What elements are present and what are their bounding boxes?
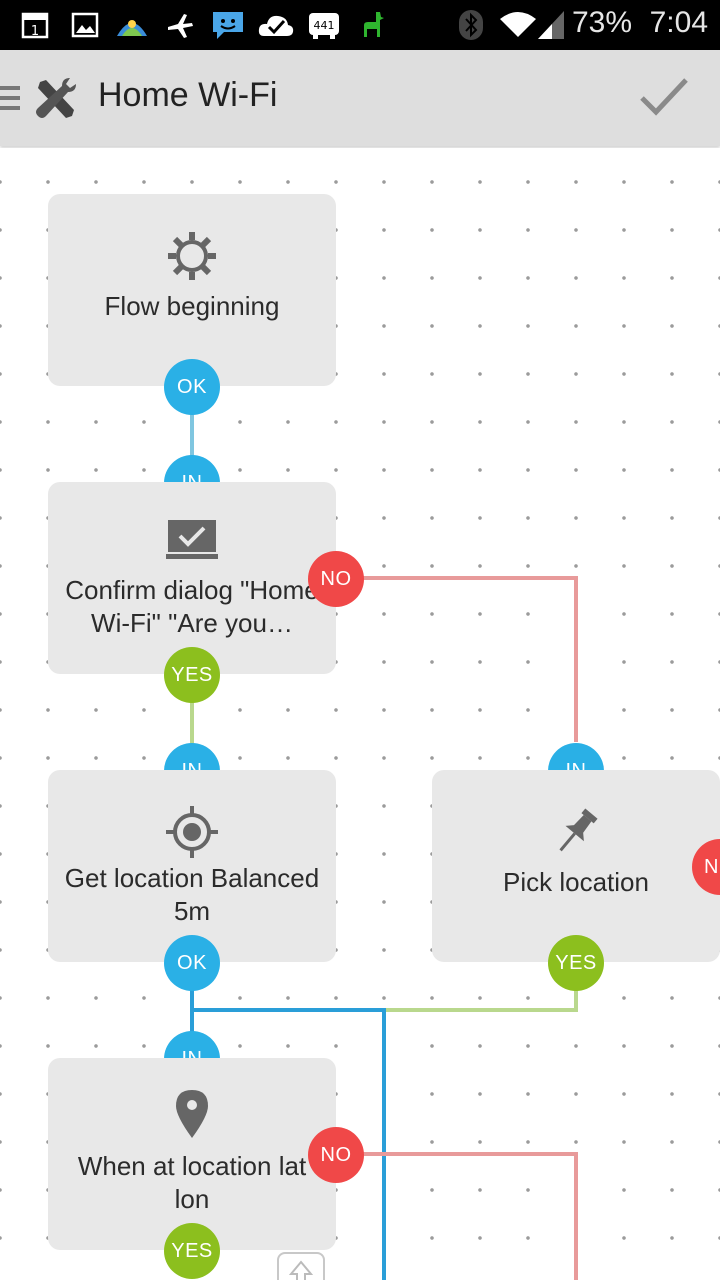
port-ok[interactable]: OK (164, 935, 220, 991)
gallery-icon (70, 10, 100, 40)
check-cloud-icon (256, 10, 296, 40)
action-bar: Home Wi-Fi (0, 50, 720, 146)
gear-icon (48, 228, 336, 284)
port-yes[interactable]: YES (164, 647, 220, 703)
crosshair-icon (48, 804, 336, 860)
get-location-node[interactable]: Get location Balanced 5m (48, 770, 336, 962)
wire-when-no-down (362, 1152, 578, 1280)
svg-text:1: 1 (31, 24, 39, 39)
battery-level: 73% (571, 6, 632, 39)
wifi-icon (498, 10, 538, 40)
port-ok[interactable]: OK (164, 359, 220, 415)
calendar-icon: 1 (20, 10, 50, 40)
map-pin-icon (48, 1086, 336, 1142)
page-title: Home Wi-Fi (98, 76, 278, 114)
pushpin-icon (432, 804, 720, 860)
signal-icon (536, 10, 566, 40)
scroll-up-button[interactable] (277, 1252, 325, 1280)
svg-text:441: 441 (314, 19, 335, 32)
node-label: Confirm dialog "Home Wi-Fi" "Are you… (65, 575, 319, 638)
node-label: Get location Balanced 5m (64, 863, 320, 926)
port-no[interactable]: NO (308, 1127, 364, 1183)
drawer-menu-icon[interactable] (0, 86, 22, 112)
wire-pick-yes-to-when (192, 990, 578, 1012)
node-label: Flow beginning (104, 291, 280, 321)
clock: 7:04 (649, 6, 708, 39)
weather-icon (114, 10, 150, 40)
wire-get-ok-down (190, 990, 386, 1280)
status-bar: 1 441 73% 7:04 (0, 0, 720, 50)
bluetooth-icon (456, 10, 486, 40)
bus-441-icon: 441 (306, 10, 342, 40)
node-label: When at location lat lon (77, 1151, 307, 1214)
port-yes[interactable]: YES (164, 1223, 220, 1279)
flow-beginning-node[interactable]: Flow beginning (48, 194, 336, 386)
port-no[interactable]: NO (308, 551, 364, 607)
flow-canvas[interactable]: Flow beginning OK IN Confirm dialog "Hom… (0, 148, 720, 1280)
arrow-up-icon (288, 1260, 314, 1280)
port-yes[interactable]: YES (548, 935, 604, 991)
confirm-dialog-node[interactable]: Confirm dialog "Home Wi-Fi" "Are you… (48, 482, 336, 674)
when-at-location-node[interactable]: When at location lat lon (48, 1058, 336, 1250)
laptop-check-icon (48, 516, 336, 572)
wire-no-to-pick-location (362, 576, 578, 742)
llama-icon (356, 10, 388, 40)
pick-location-node[interactable]: Pick location (432, 770, 720, 962)
checkmark-icon[interactable] (636, 72, 692, 122)
messenger-icon (210, 10, 246, 40)
flow-connections (190, 414, 578, 1280)
tools-icon[interactable] (32, 76, 82, 122)
node-label: Pick location (503, 867, 649, 897)
airplane-icon (164, 10, 196, 40)
